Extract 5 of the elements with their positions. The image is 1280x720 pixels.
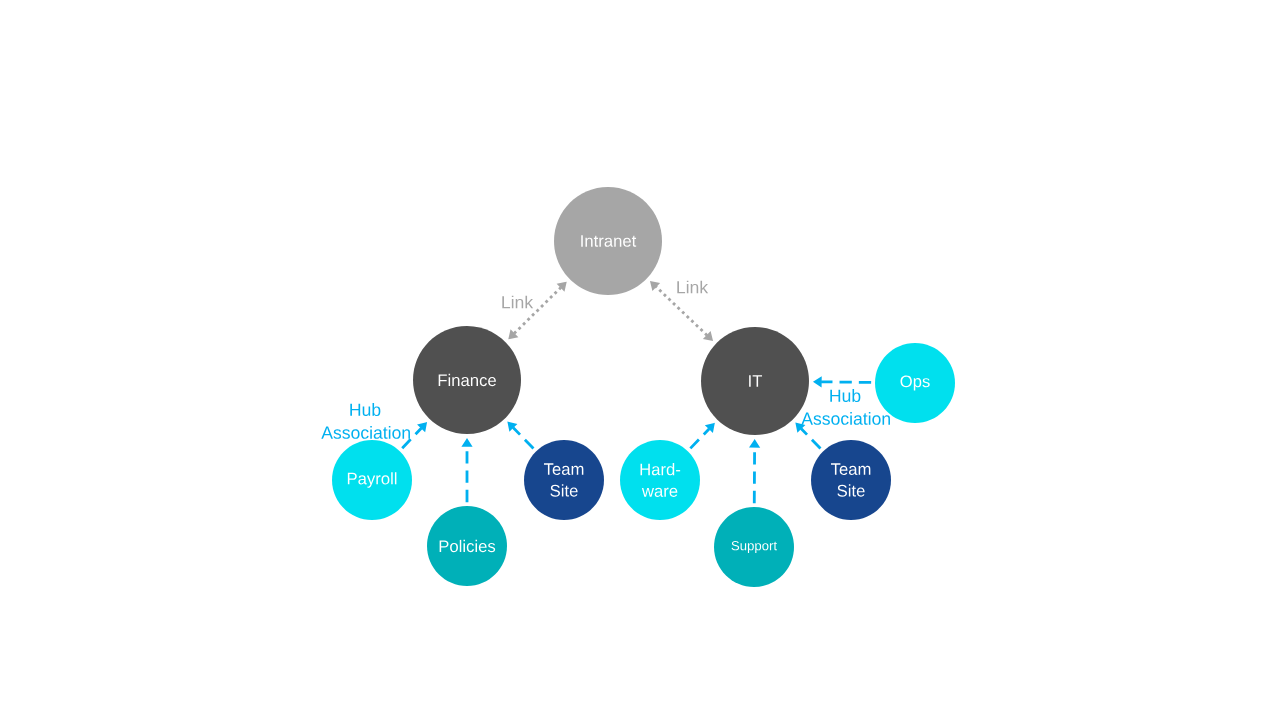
arrow [507,421,535,450]
edge-label: Link [677,280,709,294]
edge-label: Hub Association [321,403,410,439]
edge-label: Link [502,295,534,309]
arrow [795,422,822,450]
